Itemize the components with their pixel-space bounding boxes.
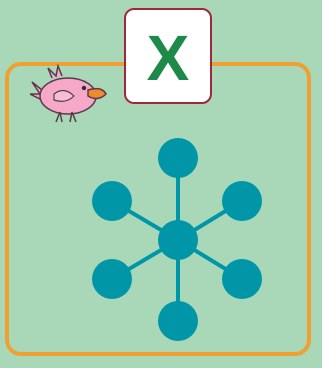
pink-bird-icon xyxy=(30,64,107,123)
graph-node-top xyxy=(158,138,198,178)
letter-tile[interactable]: X xyxy=(124,8,212,104)
graph-node-upper-right xyxy=(222,181,262,221)
graph-node-upper-left xyxy=(92,181,132,221)
graph-node-lower-right xyxy=(222,259,262,299)
tile-letter: X xyxy=(146,22,190,94)
graph-node-center xyxy=(158,220,198,260)
graph-node-lower-left xyxy=(92,259,132,299)
graph-node-bottom xyxy=(158,301,198,341)
